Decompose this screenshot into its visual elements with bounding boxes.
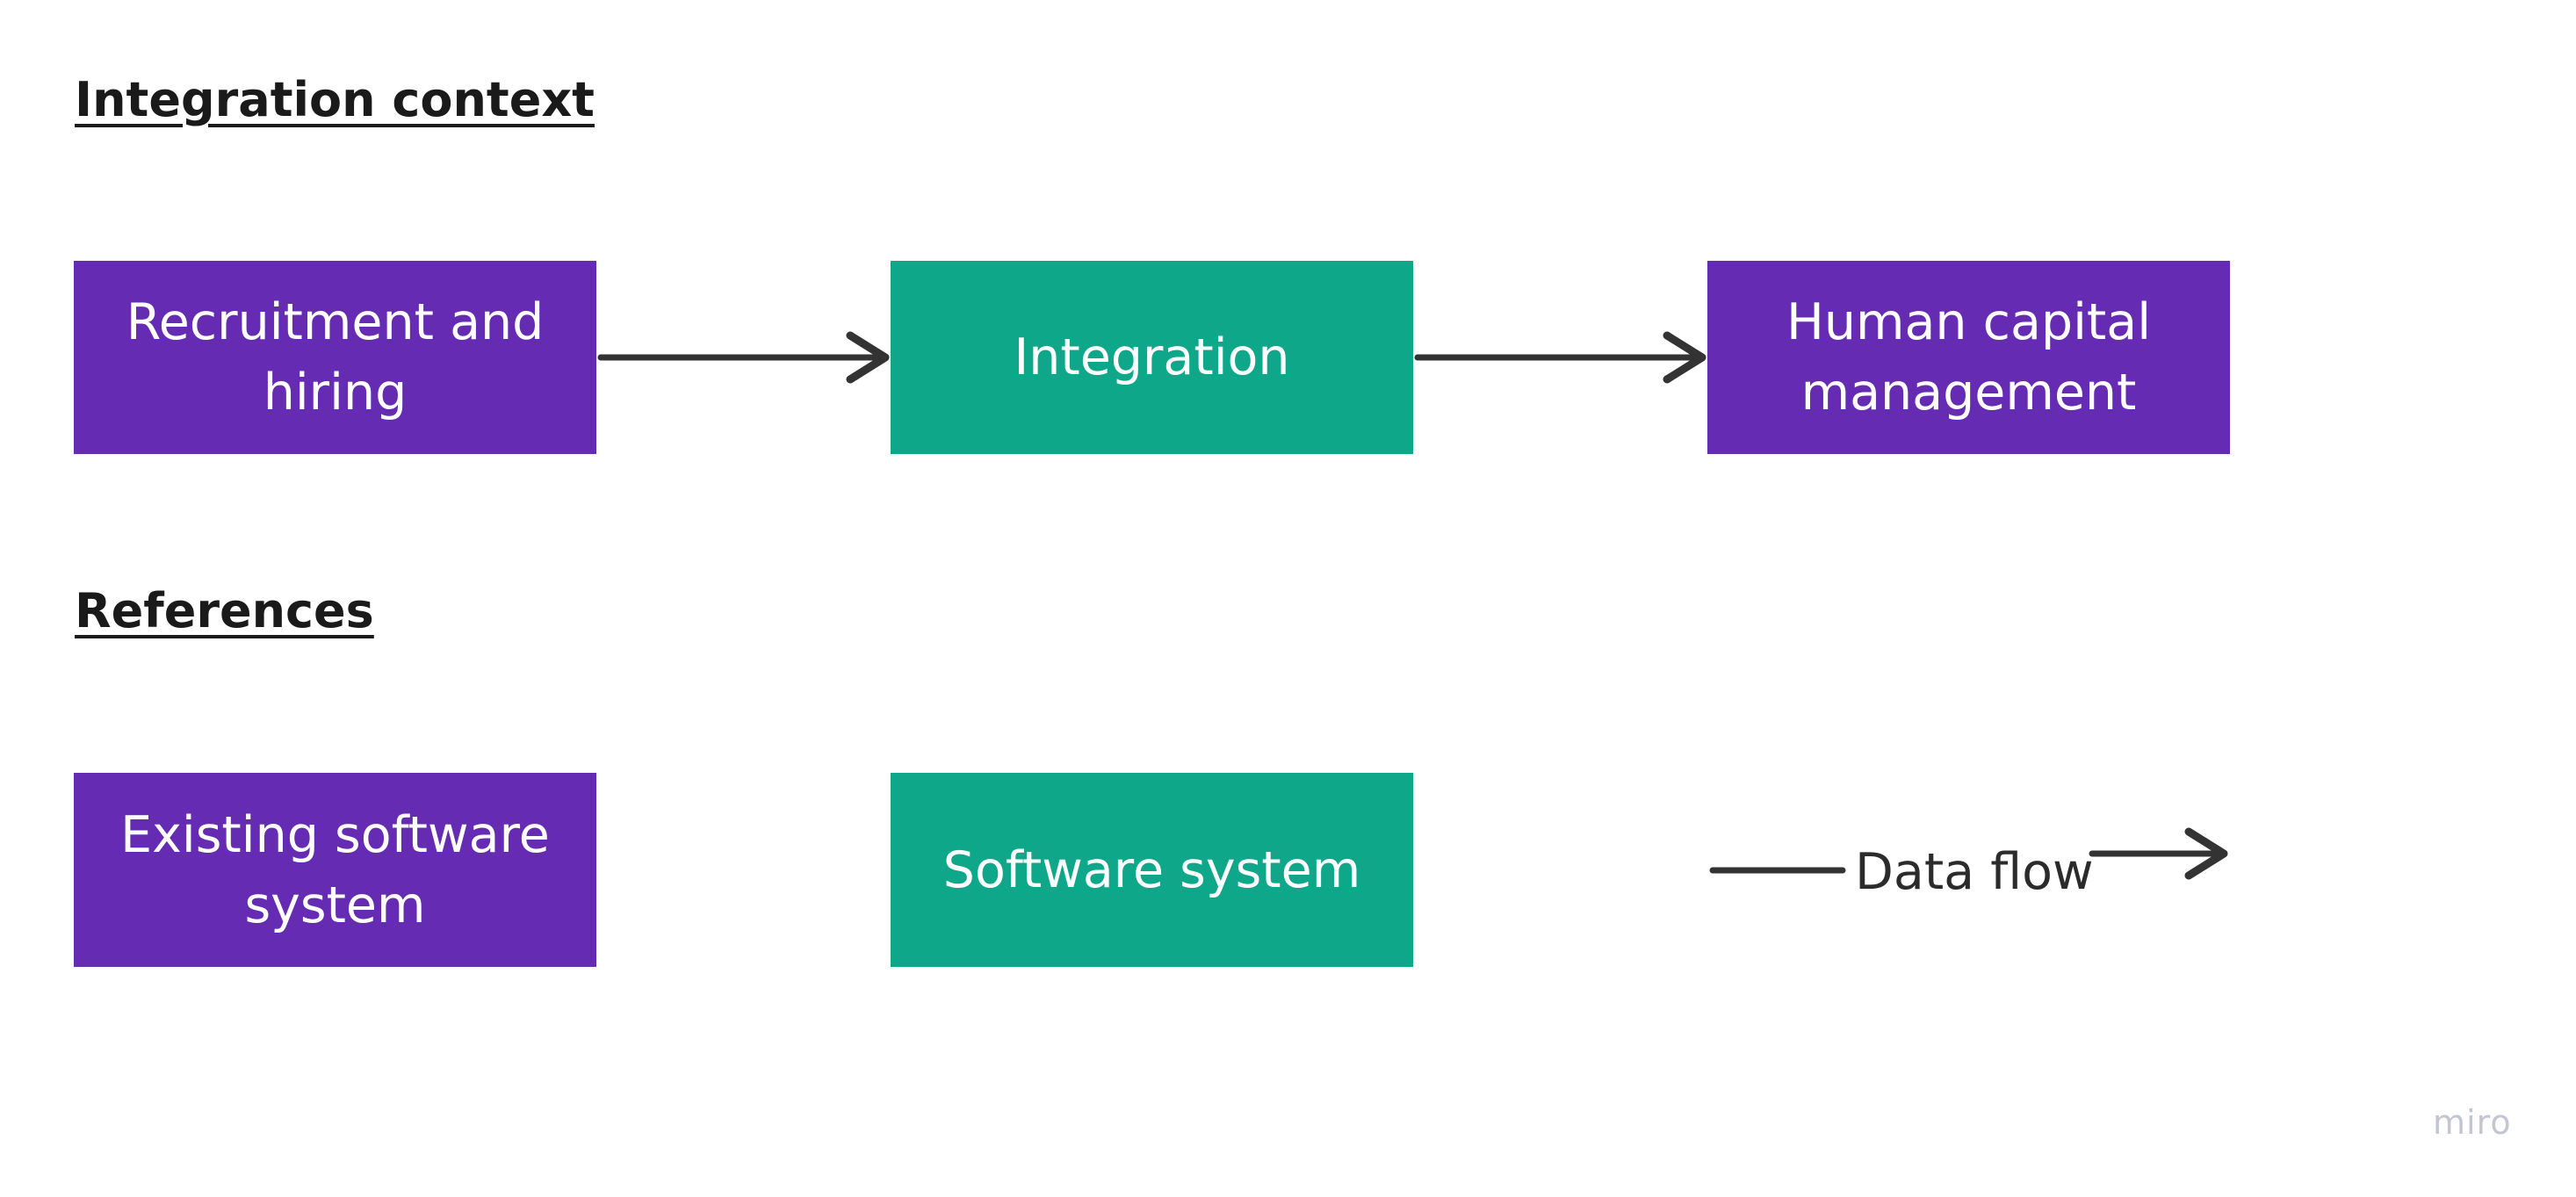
node-label: Human capital management [1786, 293, 2152, 422]
software-system-node[interactable]: Software system [891, 773, 1413, 967]
node-label: Integration [1014, 328, 1290, 386]
node-label: Software system [942, 840, 1361, 899]
node-label: Recruitment and hiring [126, 293, 545, 422]
references-heading: References [75, 583, 374, 638]
edge-recruitment-to-integration[interactable] [597, 331, 890, 384]
integration-context-heading: Integration context [75, 72, 595, 127]
legend-data-flow-label: Data flow [1855, 843, 2094, 901]
existing-software-system-node[interactable]: Existing software system [74, 773, 596, 967]
arrowhead-icon [846, 331, 890, 384]
miro-logo: miro [2433, 1103, 2512, 1142]
integration-node[interactable]: Integration [891, 261, 1413, 454]
arrowhead-icon [1663, 331, 1707, 384]
edge-integration-to-hcm[interactable] [1414, 331, 1707, 384]
node-label: Existing software system [120, 805, 550, 934]
recruitment-and-hiring-node[interactable]: Recruitment and hiring [74, 261, 596, 454]
human-capital-management-node[interactable]: Human capital management [1707, 261, 2230, 454]
legend-data-flow-arrow [1709, 827, 2228, 880]
arrowhead-icon [2184, 827, 2228, 880]
